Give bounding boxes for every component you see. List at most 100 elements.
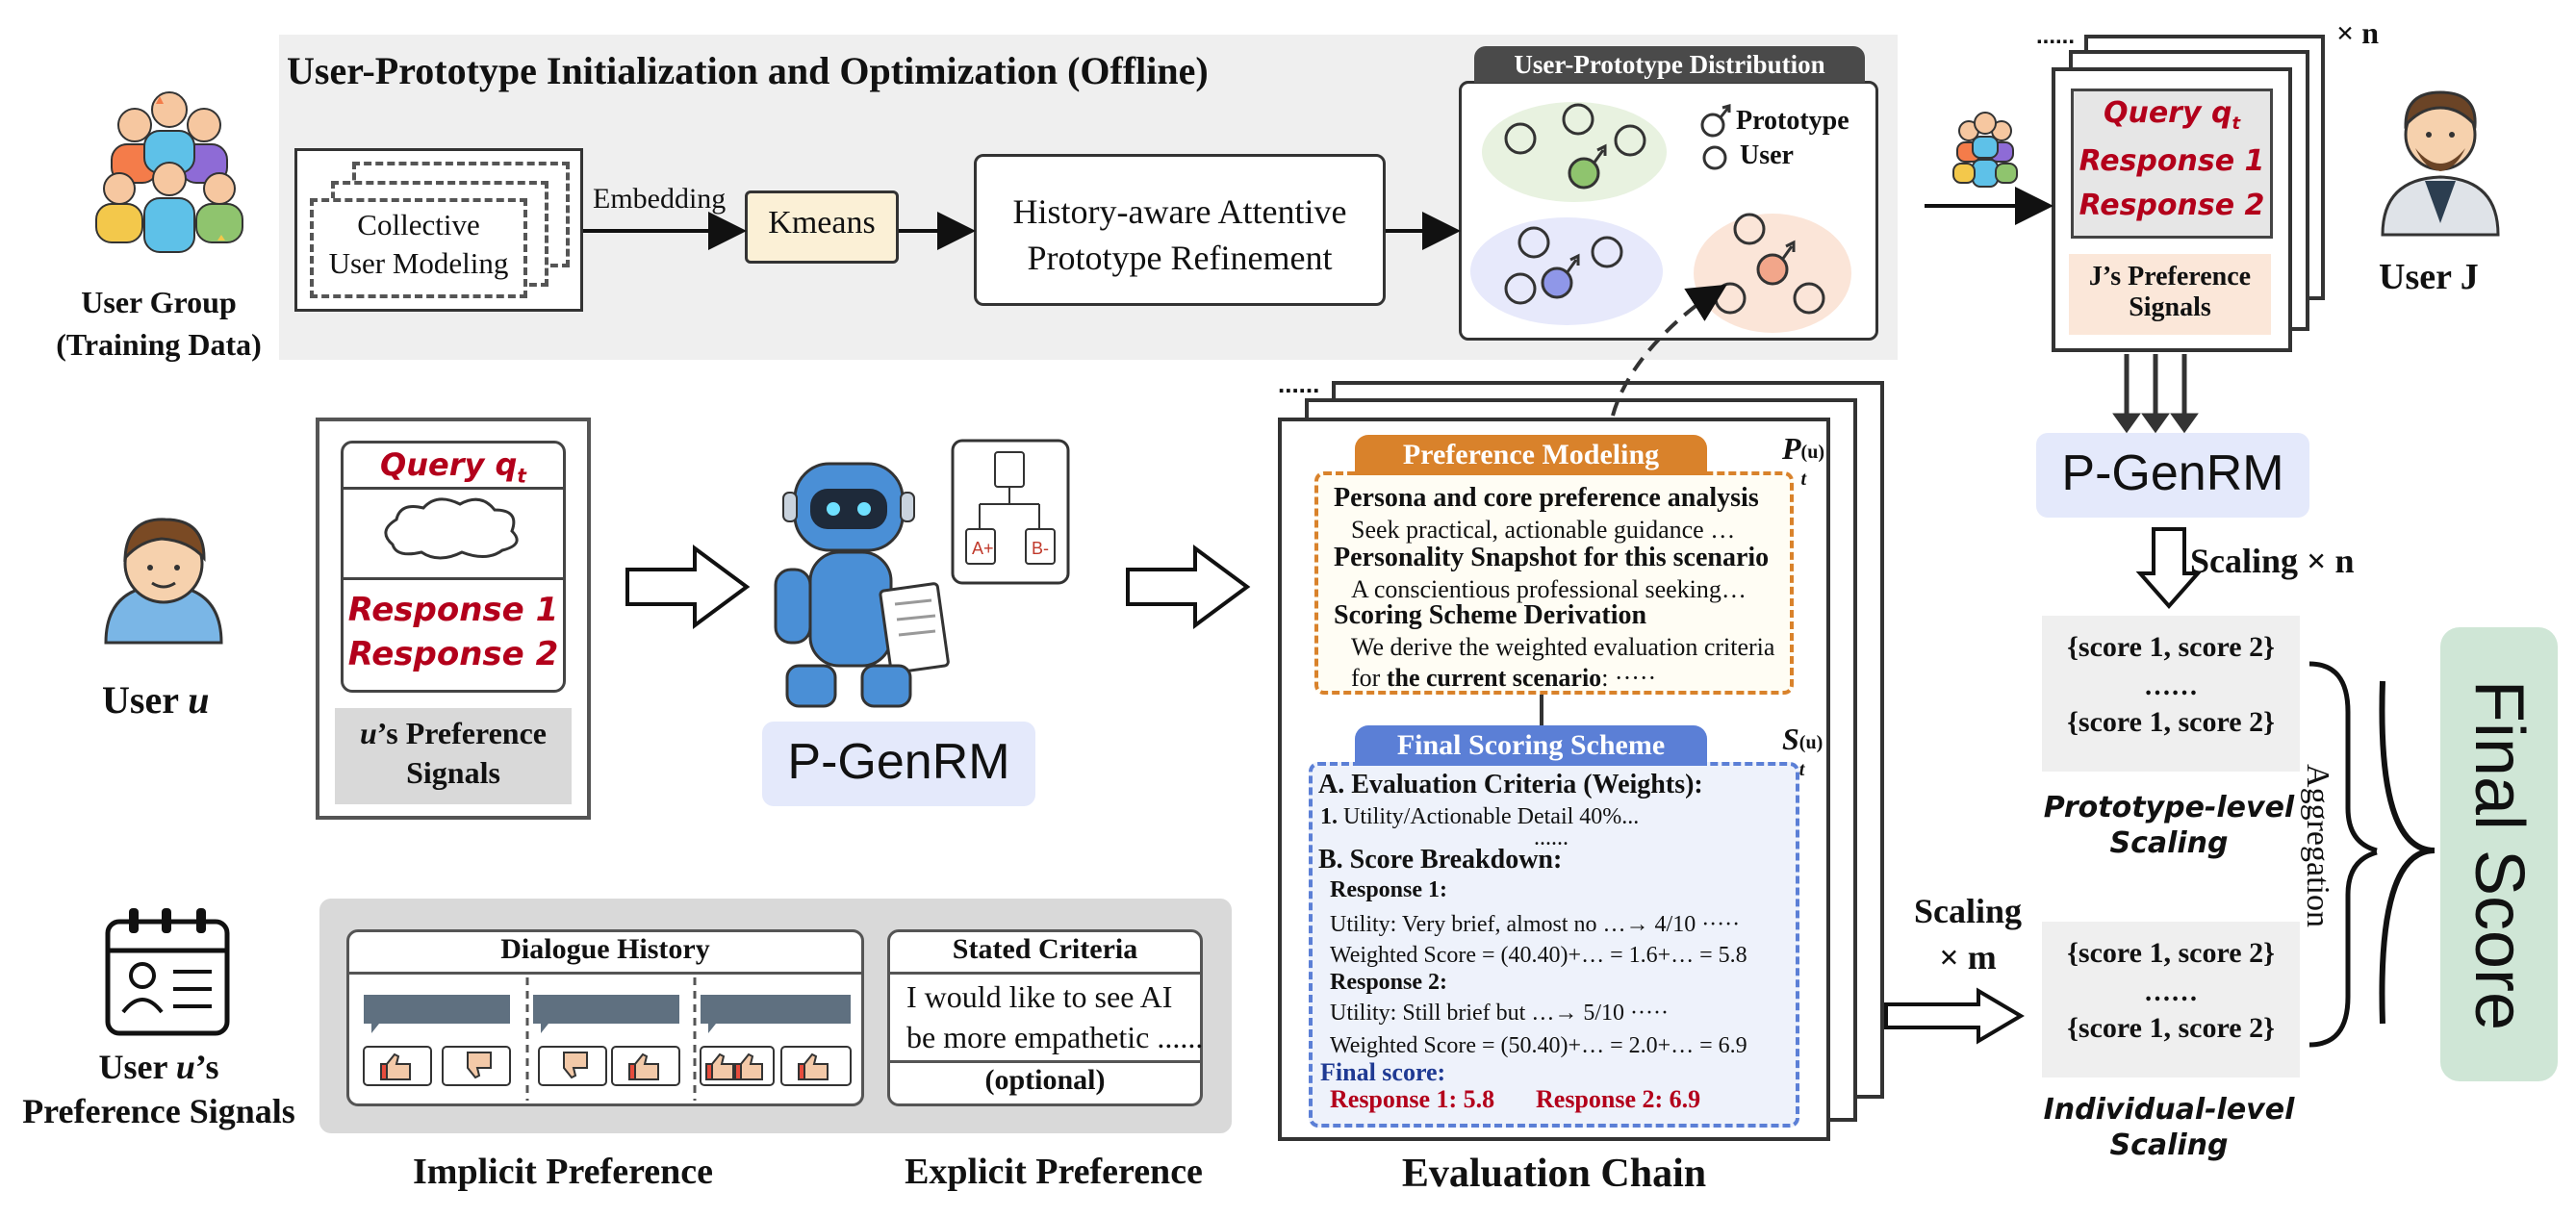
derivation-line-2-bold: the current scenario bbox=[1386, 664, 1602, 692]
user-group-icon bbox=[95, 91, 243, 253]
response-1-utility: Utility: Very brief, almost no …→ 4/10 ·… bbox=[1330, 912, 1741, 937]
user-j-times-n: × n bbox=[2336, 15, 2380, 50]
stated-criteria-line-2: be more empathetic ...... bbox=[906, 1020, 1204, 1054]
user-u-query-sub: t bbox=[517, 464, 526, 488]
distribution-title: User-Prototype Distribution bbox=[1514, 50, 1825, 79]
stated-criteria-box bbox=[887, 929, 1203, 1106]
kmeans-label: Kmeans bbox=[768, 205, 876, 241]
stated-criteria-divider-2 bbox=[887, 1060, 1203, 1063]
collective-label-1: Collective bbox=[357, 208, 480, 241]
user-u-card bbox=[341, 441, 566, 693]
evaluation-chain-caption: Evaluation Chain bbox=[1401, 1152, 1707, 1196]
user-u-cloud-dots: ...... bbox=[431, 510, 477, 540]
final-score-head: Final score: bbox=[1320, 1058, 1446, 1086]
user-u-signals-line-1: u’s Preference bbox=[335, 716, 572, 751]
p-symbol-letter: P bbox=[1782, 431, 1801, 466]
individual-score-1: {score 1, score 2} bbox=[2067, 937, 2275, 969]
individual-score-2: {score 1, score 2} bbox=[2067, 1012, 2275, 1044]
user-group-label-1: User Group bbox=[81, 285, 237, 319]
preference-modeling-title: Preference Modeling bbox=[1402, 439, 1660, 470]
user-group-label-2: (Training Data) bbox=[56, 327, 262, 362]
snapshot-head: Personality Snapshot for this scenario bbox=[1334, 543, 1770, 572]
chain-stack-dots: ...... bbox=[1278, 369, 1320, 398]
criteria-item-num: 1. bbox=[1320, 804, 1338, 829]
prototype-score-dots: …… bbox=[2144, 672, 2198, 701]
pgenrm-label-center: P-GenRM bbox=[762, 722, 1035, 806]
scaling-n-label: Scaling × n bbox=[2190, 542, 2355, 580]
s-symbol-sub: t bbox=[1798, 759, 1805, 780]
response-1-head: Response 1: bbox=[1330, 877, 1448, 902]
individual-score-box: {score 1, score 2} …… {score 1, score 2} bbox=[2042, 922, 2300, 1078]
user-j-query-sub: t bbox=[2232, 114, 2241, 134]
response-2-weighted: Weighted Score = (50.40)+… = 2.0+… = 6.9 bbox=[1330, 1033, 1747, 1058]
pgenrm-label-right-text: P-GenRM bbox=[2061, 445, 2284, 501]
user-u-query-text: Query q bbox=[380, 446, 518, 483]
user-u-response-1: Response 1 bbox=[347, 591, 559, 629]
criteria-dots: ...... bbox=[1534, 825, 1569, 850]
refine-box: History-aware Attentive Prototype Refine… bbox=[974, 154, 1386, 306]
final-scoring-header: Final Scoring Scheme bbox=[1355, 725, 1707, 766]
svg-text:B-: B- bbox=[1032, 539, 1049, 558]
arrow-scaling-m bbox=[1884, 987, 2025, 1045]
derivation-head: Scoring Scheme Derivation bbox=[1334, 600, 1647, 630]
user-u-label-text: User bbox=[102, 678, 189, 722]
derivation-line-1: We derive the weighted evaluation criter… bbox=[1351, 633, 1775, 661]
final-score-box bbox=[2440, 627, 2558, 1081]
response-1-weighted: Weighted Score = (40.40)+… = 1.6+… = 5.8 bbox=[1330, 943, 1747, 968]
user-j-query: Query qt bbox=[2071, 96, 2273, 134]
user-u-signals-text: ’s Preference bbox=[376, 716, 547, 750]
arrow-model-to-chain bbox=[1126, 545, 1251, 629]
user-j-avatar-icon bbox=[2381, 90, 2500, 237]
prototype-level-line-1: Prototype-level bbox=[2043, 791, 2295, 824]
explicit-preference-label: Explicit Preference bbox=[905, 1152, 1203, 1192]
embedding-label: Embedding bbox=[593, 183, 727, 215]
user-j-label: User J bbox=[2379, 257, 2479, 297]
collective-dash-front bbox=[310, 198, 527, 298]
individual-score-dots: …… bbox=[2144, 977, 2198, 1007]
response-2-head: Response 2: bbox=[1330, 970, 1448, 995]
calendar-profile-icon bbox=[105, 908, 230, 1036]
individual-level-line-1: Individual-level bbox=[2043, 1093, 2295, 1127]
brace-main bbox=[2379, 680, 2436, 1025]
arrow-scaling-n bbox=[2135, 527, 2203, 610]
p-symbol-sub: t bbox=[1800, 469, 1807, 490]
aggregation-text: Aggregation bbox=[2300, 764, 2335, 927]
implicit-preference-label: Implicit Preference bbox=[413, 1152, 713, 1192]
user-j-response-1: Response 1 bbox=[2079, 144, 2265, 178]
kmeans-box: Kmeans bbox=[745, 190, 899, 264]
s-symbol-letter: S bbox=[1782, 722, 1799, 756]
signals-label-line-1: User u’s bbox=[0, 1047, 318, 1087]
robot-icon bbox=[774, 462, 950, 708]
criteria-item-text: Utility/Actionable Detail 40%... bbox=[1338, 804, 1640, 829]
offline-title: User-Prototype Initialization and Optimi… bbox=[287, 49, 1209, 92]
stated-criteria-optional: (optional) bbox=[984, 1064, 1106, 1096]
user-j-signals-line-1: J’s Preference bbox=[2088, 262, 2252, 292]
response-2-utility: Utility: Still brief but …→ 5/10 ····· bbox=[1330, 1001, 1669, 1026]
user-u-query: Query qt bbox=[341, 446, 566, 487]
prototype-score-1: {score 1, score 2} bbox=[2067, 631, 2275, 663]
dialogue-history-title: Dialogue History bbox=[500, 933, 710, 965]
user-u-avatar-icon bbox=[104, 518, 223, 645]
final-score-text: Final Score bbox=[2461, 679, 2538, 1031]
stated-criteria-divider bbox=[887, 972, 1203, 975]
svg-text:A+: A+ bbox=[972, 539, 994, 558]
stated-criteria-line-1: I would like to see AI bbox=[906, 979, 1173, 1014]
criteria-item: 1. Utility/Actionable Detail 40%... bbox=[1320, 804, 1639, 830]
user-j-response-2: Response 2 bbox=[2079, 189, 2265, 222]
pgenrm-label-center-text: P-GenRM bbox=[787, 734, 1010, 790]
document-tree-icon: A+ B- bbox=[951, 439, 1070, 585]
signals-label-rest: ’s bbox=[194, 1048, 219, 1086]
scaling-m-line-2: × m bbox=[1939, 938, 1997, 976]
p-symbol-sup: (u) bbox=[1800, 442, 1824, 463]
user-j-signals-line-2: Signals bbox=[2129, 292, 2211, 322]
p-symbol: P(u) t bbox=[1782, 431, 1830, 490]
collective-label-2: User Modeling bbox=[328, 246, 509, 280]
user-u-var: u bbox=[188, 678, 210, 722]
breakdown-head: B. Score Breakdown: bbox=[1318, 845, 1563, 875]
final-response-1: Response 1: 5.8 bbox=[1330, 1085, 1495, 1113]
signals-label-var: u bbox=[175, 1048, 195, 1086]
s-symbol: S(u)t bbox=[1782, 722, 1828, 780]
signals-label: User u’s Preference Signals bbox=[0, 1047, 318, 1131]
arrow-user-to-model bbox=[625, 545, 751, 629]
